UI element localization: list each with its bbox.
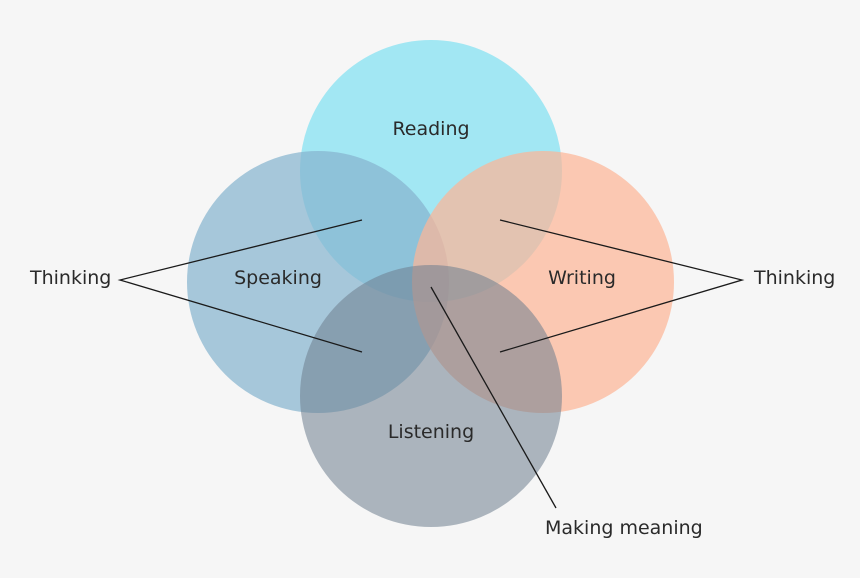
thinking-left-pointer: [117, 219, 363, 353]
making-meaning-pointer: [430, 286, 557, 509]
writing-label: Writing: [548, 267, 616, 289]
making-meaning-label: Making meaning: [545, 517, 703, 539]
listening-circle: [300, 265, 562, 527]
thinking-right-label: Thinking: [753, 267, 835, 289]
reading-label: Reading: [392, 118, 469, 140]
listening-label: Listening: [388, 421, 474, 443]
speaking-label: Speaking: [234, 267, 322, 289]
thinking-left-label: Thinking: [29, 267, 111, 289]
thinking-right-pointer: [499, 219, 745, 353]
